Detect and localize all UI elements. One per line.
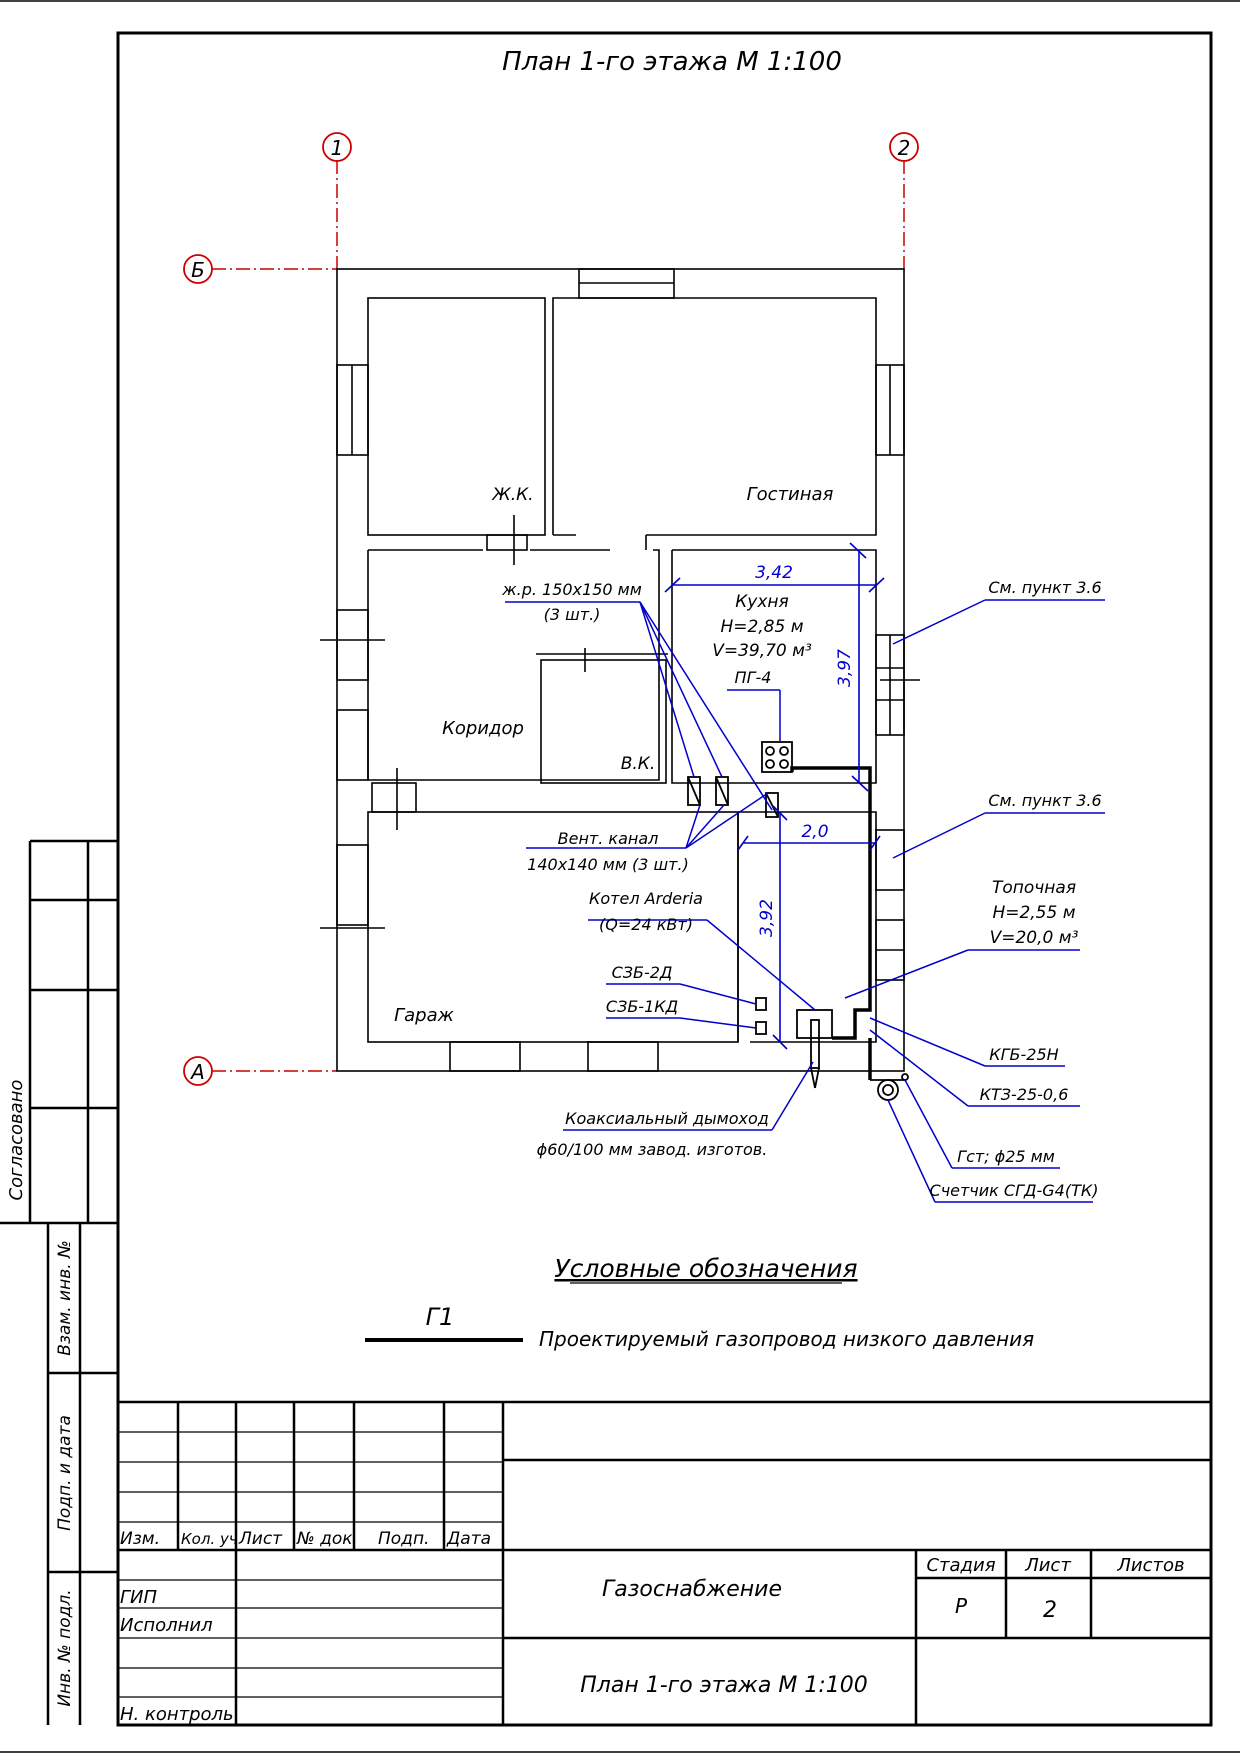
label-flue-2: ϕ60/100 мм завод. изготов. — [537, 1140, 768, 1159]
room-garage: Гараж — [394, 1005, 455, 1026]
stamp-inv-vzam: Взам. инв. № — [55, 1240, 75, 1355]
stamp-sheets-header: Листов — [1116, 1555, 1184, 1576]
axis-marker-2 — [889, 132, 919, 162]
label-boiler-2: (Q=24 кВт) — [599, 915, 693, 934]
label-grate-1: ж.р. 150х150 мм — [501, 580, 642, 599]
stamp-approved: Согласовано — [6, 1080, 27, 1201]
stamp-inv-orig: Инв. № подл. — [55, 1589, 75, 1706]
legend-code: Г1 — [426, 1303, 455, 1331]
label-stove: ПГ-4 — [735, 668, 772, 687]
dim-392: 3,92 — [757, 899, 777, 937]
label-ktz: КТЗ-25-0,6 — [980, 1085, 1069, 1104]
label-kgb: КГБ-25Н — [989, 1045, 1058, 1064]
room-furnace-volume: V=20,0 м³ — [990, 928, 1079, 948]
label-boiler-1: Котел Arderia — [589, 889, 703, 908]
title-block-text: Изм. Кол. уч Лист № док Подп. Дата ГИП И… — [120, 1529, 1185, 1725]
equipment — [687, 741, 909, 1101]
floor-plan — [320, 268, 920, 1072]
stamp-stage-header: Стадия — [926, 1555, 995, 1576]
label-gst: Гст; ϕ25 мм — [957, 1147, 1055, 1166]
legend-title: Условные обозначения — [554, 1254, 857, 1283]
stamp-ndoc: № док — [296, 1529, 353, 1549]
dim-342: 3,42 — [755, 563, 793, 583]
label-flue-1: Коаксиальный дымоход — [565, 1109, 769, 1128]
stamp-data: Дата — [446, 1529, 491, 1549]
side-stamp — [0, 839, 118, 1725]
gas-meter-icon — [877, 1079, 899, 1101]
room-labels: Ж.К. Гостиная Коридор В.К. Гараж Кухня H… — [394, 484, 1078, 1026]
dim-397: 3,97 — [835, 649, 855, 687]
dimensions — [664, 542, 885, 1050]
stamp-izm: Изм. — [120, 1529, 160, 1549]
room-wc: В.К. — [621, 754, 656, 774]
stamp-sheet-title: План 1-го этажа М 1:100 — [580, 1673, 867, 1698]
stamp-sheet-value: 2 — [1043, 1598, 1057, 1623]
title-block — [118, 1400, 1211, 1725]
axis-label-b: Б — [191, 258, 205, 282]
room-furnace: Топочная — [992, 878, 1076, 898]
stamp-kol: Кол. уч — [181, 1530, 238, 1548]
legend: Условные обозначения Г1 Проектируемый га… — [365, 1254, 1034, 1351]
legend-text: Проектируемый газопровод низкого давлени… — [539, 1327, 1034, 1351]
label-szb2d: СЗБ-2Д — [612, 963, 673, 982]
axis-label-a: А — [189, 1060, 205, 1084]
stamp-stage-value: Р — [955, 1594, 968, 1618]
dim-20: 2,0 — [801, 822, 828, 842]
label-see-36-bottom: См. пункт 3.6 — [988, 791, 1101, 810]
stamp-nkontrol: Н. контроль — [120, 1704, 234, 1725]
stamp-list: Лист — [238, 1529, 283, 1549]
stove-icon — [761, 741, 793, 773]
label-vent-2: 140х140 мм (3 шт.) — [527, 855, 689, 874]
axis-label-1: 1 — [331, 136, 344, 160]
axis-grid: 1 2 Б А — [183, 132, 919, 1086]
boiler-icon — [796, 1009, 833, 1039]
drawing-title: План 1-го этажа М 1:100 — [502, 47, 842, 77]
room-furnace-height: H=2,55 м — [992, 903, 1075, 923]
room-corridor: Коридор — [442, 718, 524, 739]
axis-marker-b — [183, 254, 213, 284]
stamp-podp: Подп. — [378, 1529, 429, 1549]
axis-marker-1 — [322, 132, 352, 162]
room-living: Гостиная — [747, 484, 834, 505]
axis-marker-a — [183, 1056, 213, 1086]
label-grate-2: (3 шт.) — [544, 605, 601, 624]
leader-lines — [505, 599, 1105, 1203]
title-block-thin — [118, 1431, 503, 1698]
stamp-ispolnil: Исполнил — [120, 1615, 213, 1636]
room-kitchen-volume: V=39,70 м³ — [712, 641, 812, 661]
room-kitchen: Кухня — [735, 592, 789, 612]
label-see-36-top: См. пункт 3.6 — [988, 578, 1101, 597]
room-zhk: Ж.К. — [491, 485, 533, 505]
label-szb1kd: СЗБ-1КД — [606, 997, 678, 1016]
label-vent-1: Вент. канал — [558, 829, 659, 848]
annotations: ж.р. 150х150 мм (3 шт.) ПГ-4 Вент. канал… — [501, 578, 1101, 1200]
room-kitchen-height: H=2,85 м — [720, 617, 803, 637]
stamp-gip: ГИП — [120, 1587, 157, 1608]
label-meter: Счетчик СГД-G4(ТК) — [930, 1181, 1099, 1200]
stamp-project: Газоснабжение — [602, 1577, 782, 1602]
stamp-sign-date: Подп. и дата — [55, 1415, 75, 1531]
axis-label-2: 2 — [898, 136, 911, 160]
stamp-sheet-header: Лист — [1024, 1555, 1071, 1576]
